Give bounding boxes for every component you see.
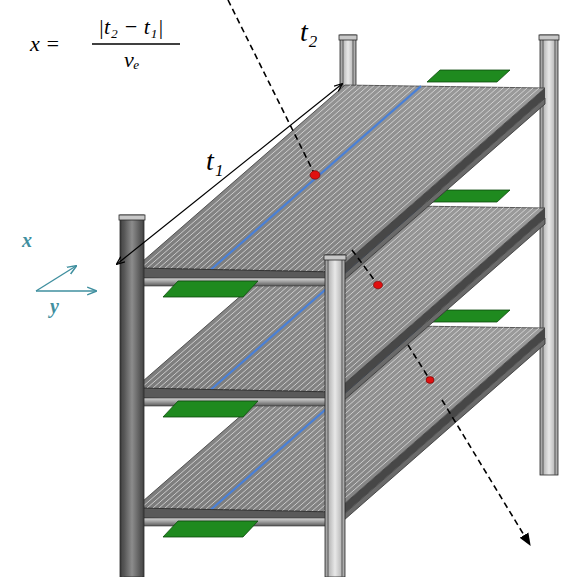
formula-denominator: vₑ xyxy=(124,49,140,71)
readout-strip xyxy=(235,87,445,271)
post-flange xyxy=(141,219,142,577)
axis-arrow xyxy=(36,290,96,291)
readout-strip xyxy=(188,86,398,269)
hit-point xyxy=(374,281,383,289)
hit-point xyxy=(310,171,320,180)
post-cap xyxy=(324,255,346,260)
particle-track xyxy=(352,250,378,285)
readout-strip xyxy=(153,85,363,268)
readout-strip xyxy=(270,87,480,271)
axis-label: x xyxy=(22,230,32,250)
readout-strip xyxy=(259,87,469,271)
plane-surface xyxy=(135,85,545,272)
axis-label: y xyxy=(50,296,59,316)
particle-track xyxy=(442,400,530,545)
readout-strip xyxy=(159,85,369,268)
readout-strip xyxy=(182,86,392,269)
readout-strip xyxy=(147,85,357,268)
readout-strip xyxy=(170,86,380,269)
readout-strip xyxy=(217,86,427,269)
post-cap xyxy=(119,215,145,220)
time-label: t₁ xyxy=(206,147,224,175)
post-flange xyxy=(328,259,329,577)
post-body xyxy=(120,215,144,577)
post-cap xyxy=(339,35,357,40)
post-cap xyxy=(539,35,559,40)
axis-arrow xyxy=(36,266,76,291)
particle-track xyxy=(408,345,430,380)
readout-strip xyxy=(223,86,433,269)
readout-strip xyxy=(241,87,451,271)
readout-strip xyxy=(264,87,474,271)
readout-strip xyxy=(141,85,351,268)
length-arrow xyxy=(117,84,342,264)
post-flange xyxy=(555,39,556,475)
fraction-bar xyxy=(92,43,180,44)
readout-strip xyxy=(311,88,521,272)
front-left-post xyxy=(119,215,145,577)
post-flange xyxy=(342,259,343,577)
readout-strip xyxy=(300,87,510,271)
readout-pad xyxy=(163,401,258,417)
formula-lhs: x = xyxy=(30,33,60,55)
readout-strip xyxy=(306,88,516,272)
post-body xyxy=(325,255,345,577)
post-flange xyxy=(123,219,124,577)
readout-pad xyxy=(163,521,258,537)
front-right-post xyxy=(324,255,346,577)
readout-strip xyxy=(276,87,486,271)
readout-pad xyxy=(427,70,510,82)
readout-strip xyxy=(253,87,463,271)
readout-strip xyxy=(176,86,386,269)
readout-strip xyxy=(288,87,498,271)
readout-strip xyxy=(229,86,439,269)
hit-point xyxy=(426,377,434,384)
readout-strip xyxy=(329,88,539,272)
readout-strip xyxy=(206,86,416,269)
readout-strip xyxy=(317,88,527,272)
readout-pad xyxy=(163,281,258,297)
readout-strip xyxy=(164,85,374,268)
readout-strip xyxy=(323,88,533,272)
readout-strip xyxy=(211,86,421,269)
time-label: t₂ xyxy=(300,18,318,46)
readout-strip xyxy=(247,87,457,271)
formula-numerator: |t₂ − t₁| xyxy=(98,16,163,38)
hit-strip xyxy=(211,86,421,269)
illustration-layer xyxy=(36,0,559,577)
readout-strip xyxy=(294,87,504,271)
